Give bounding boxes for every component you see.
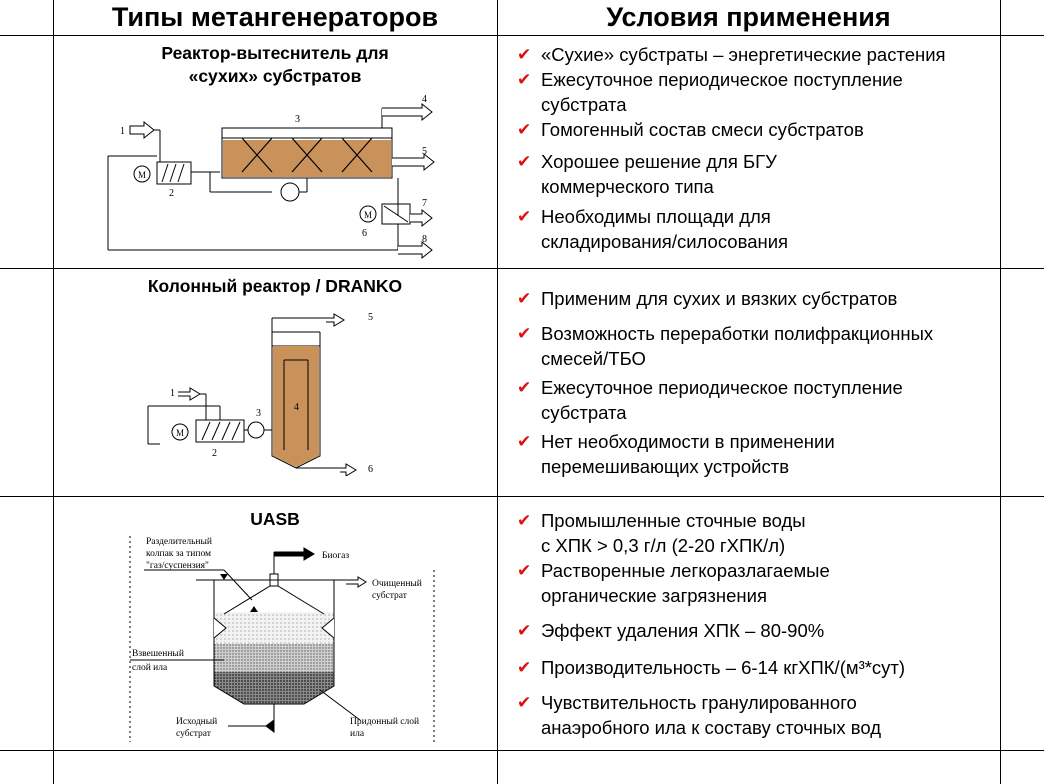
row3-title: UASB <box>250 509 300 529</box>
check-icon: ✔ <box>517 658 532 677</box>
svg-text:M: M <box>364 210 372 220</box>
row-divider-1 <box>0 268 1044 269</box>
svg-text:7: 7 <box>422 198 427 209</box>
svg-text:колпак за типом: колпак за типом <box>146 549 211 559</box>
column-reactor-diagram: 1 2 3 4 5 6 M <box>147 312 373 476</box>
check-icon: ✔ <box>517 561 532 580</box>
svg-text:субстрат: субстрат <box>176 728 212 739</box>
svg-text:1: 1 <box>170 388 175 399</box>
svg-text:M: M <box>176 428 184 438</box>
header-conditions: Условия применения <box>606 2 891 32</box>
svg-text:4: 4 <box>422 94 427 105</box>
condition-item: ✔Применим для сухих и вязких субстратов <box>517 288 898 309</box>
svg-text:ила: ила <box>350 729 365 739</box>
check-icon: ✔ <box>517 289 532 308</box>
svg-text:6: 6 <box>362 228 367 239</box>
header-divider <box>0 35 1044 36</box>
column-divider-right <box>1000 0 1001 784</box>
row1-title: Реактор-вытеснитель для «сухих» субстрат… <box>161 43 389 86</box>
plug-flow-reactor-diagram: 1 2 3 4 5 6 7 8 M M <box>107 94 435 260</box>
check-icon: ✔ <box>517 70 532 89</box>
row1-conditions: ✔«Сухие» субстраты – энергетические раст… <box>515 42 1040 254</box>
svg-text:"газ/суспензия": "газ/суспензия" <box>146 561 209 571</box>
check-icon: ✔ <box>517 207 532 226</box>
row2-conditions: ✔Применим для сухих и вязких субстратов … <box>515 286 1040 479</box>
svg-text:Взвешенный: Взвешенный <box>132 648 184 659</box>
substrate-fill <box>223 140 391 177</box>
svg-text:4: 4 <box>294 402 299 413</box>
check-icon: ✔ <box>517 45 532 64</box>
svg-text:8: 8 <box>422 234 427 245</box>
svg-text:слой ила: слой ила <box>132 662 168 673</box>
header-types: Типы метангенераторов <box>111 2 439 32</box>
svg-text:Придонный слой: Придонный слой <box>350 716 419 727</box>
svg-text:Очищенный: Очищенный <box>372 578 422 589</box>
svg-text:1: 1 <box>120 126 125 137</box>
check-icon: ✔ <box>517 621 532 640</box>
condition-item: ✔Производительность – 6-14 кгХПК/(м³*сут… <box>517 657 906 678</box>
check-icon: ✔ <box>517 511 532 530</box>
svg-text:5: 5 <box>422 146 427 157</box>
svg-text:5: 5 <box>368 312 373 323</box>
row-divider-2 <box>0 496 1044 497</box>
check-icon: ✔ <box>517 324 532 343</box>
condition-item: ✔Эффект удаления ХПК – 80-90% <box>517 620 825 641</box>
check-icon: ✔ <box>517 378 532 397</box>
svg-text:2: 2 <box>169 188 174 199</box>
column-divider-left <box>53 0 54 784</box>
svg-text:6: 6 <box>368 464 373 475</box>
condition-item: ✔Возможность переработки полифракционных… <box>517 323 934 369</box>
svg-text:2: 2 <box>212 448 217 459</box>
svg-text:3: 3 <box>295 114 300 125</box>
condition-item: ✔Гомогенный состав смеси субстратов <box>517 119 864 140</box>
column-divider-middle <box>497 0 498 784</box>
row2-title: Колонный реактор / DRANKO <box>147 276 403 296</box>
row-divider-3 <box>0 750 1044 751</box>
check-icon: ✔ <box>517 693 532 712</box>
svg-text:субстрат: субстрат <box>372 590 408 601</box>
uasb-diagram: Разделительный колпак за типом "газ/сусп… <box>129 536 435 742</box>
svg-text:Исходный: Исходный <box>176 716 217 727</box>
check-icon: ✔ <box>517 152 532 171</box>
svg-text:3: 3 <box>256 408 261 419</box>
check-icon: ✔ <box>517 120 532 139</box>
svg-text:Разделительный: Разделительный <box>146 536 212 547</box>
check-icon: ✔ <box>517 432 532 451</box>
condition-item: ✔«Сухие» субстраты – энергетические раст… <box>517 44 946 65</box>
svg-text:Биогаз: Биогаз <box>322 551 349 561</box>
svg-text:M: M <box>138 170 146 180</box>
